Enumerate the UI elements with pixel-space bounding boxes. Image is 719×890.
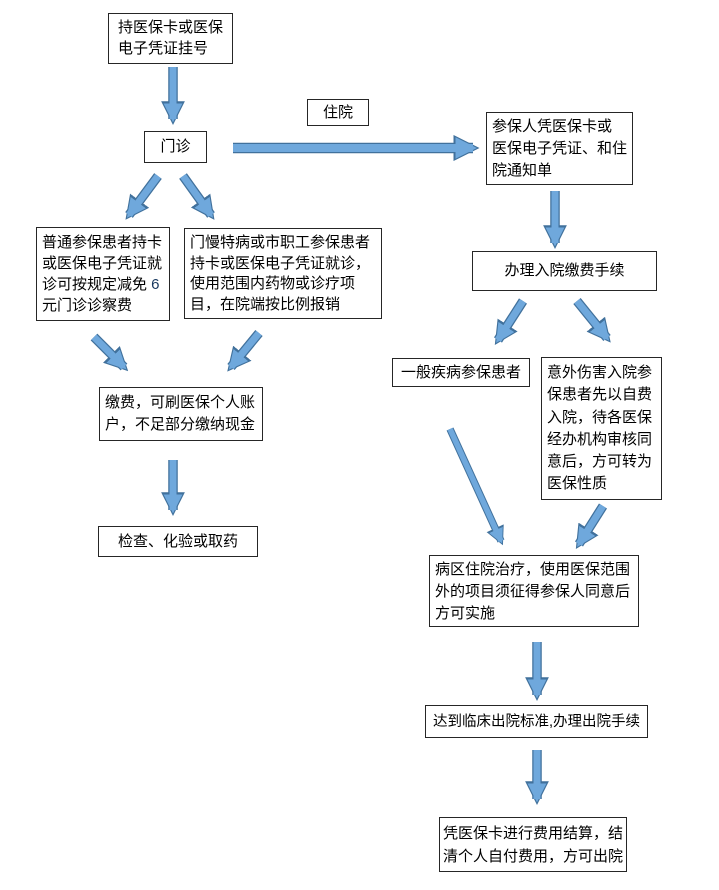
arrow-accident-to-ward <box>574 503 608 550</box>
node-discharge-standard: 达到临床出院标准,办理出院手续 <box>425 705 648 738</box>
node-settlement: 凭医保卡进行费用结算，结 清个人自付费用，方可出院 <box>439 817 627 872</box>
node-general-patient-label: 一般疾病参保患者 <box>400 363 521 381</box>
node-check-label: 检查、化验或取药 <box>117 532 238 550</box>
node-outpatient: 门诊 <box>144 131 207 163</box>
node-payment-text: 缴费，可刷医保个人账户，不足部分缴纳现金 <box>105 394 256 433</box>
node-settlement-line2: 清个人自付费用，方可出院 <box>442 847 623 865</box>
node-outpatient-label: 门诊 <box>160 138 191 155</box>
node-ordinary-text-after: 元门诊诊察费 <box>42 297 133 314</box>
node-payment: 缴费，可刷医保个人账户，不足部分缴纳现金 <box>99 387 263 441</box>
node-admission-docs-line3: 院通知单 <box>492 162 553 179</box>
node-register-line2: 电子凭证挂号 <box>118 39 209 57</box>
node-settlement-line1: 凭医保卡进行费用结算，结 <box>442 824 623 842</box>
node-general-patient: 一般疾病参保患者 <box>392 358 530 387</box>
node-chronic-text: 门慢特病或市职工参保患者持卡或医保电子凭证就诊，使用范围内药物或诊疗项目，在院端… <box>190 234 371 313</box>
node-ordinary-patient: 普通参保患者持卡或医保电子凭证就诊可按规定减免 6 元门诊诊察费 <box>36 227 170 321</box>
node-admission-pay-label: 办理入院缴费手续 <box>504 262 625 279</box>
node-inpatient-label: 住院 <box>307 99 369 126</box>
node-ward: 病区住院治疗，使用医保范围外的项目须征得参保人同意后方可实施 <box>429 555 639 627</box>
node-chronic-patient: 门慢特病或市职工参保患者持卡或医保电子凭证就诊，使用范围内药物或诊疗项目，在院端… <box>184 228 382 319</box>
arrow-outpatient-to-ordinary <box>125 173 162 220</box>
node-check: 检查、化验或取药 <box>98 526 258 557</box>
node-admission-docs-line1: 参保人凭医保卡或 <box>492 118 613 135</box>
node-ward-text: 病区住院治疗，使用医保范围外的项目须征得参保人同意后方可实施 <box>435 561 631 622</box>
node-accident-patient: 意外伤害入院参保患者先以自费入院，待各医保经办机构审核同意后，方可转为医保性质 <box>541 357 662 500</box>
node-ordinary-text-before: 普通参保患者持卡或医保电子凭证就诊可按规定减免 <box>42 234 163 293</box>
node-admission-pay: 办理入院缴费手续 <box>472 251 657 291</box>
node-admission-docs-line2: 医保电子凭证、和住 <box>492 140 628 157</box>
arrow-ordinary-to-payment <box>90 333 129 372</box>
arrow-outpatient-to-chronic <box>179 173 215 220</box>
node-ordinary-highlight-number: 6 <box>151 276 160 293</box>
node-inpatient-label-text: 住院 <box>322 103 353 121</box>
node-accident-patient-text: 意外伤害入院参保患者先以自费入院，待各医保经办机构审核同意后，方可转为医保性质 <box>547 364 653 493</box>
node-admission-docs: 参保人凭医保卡或 医保电子凭证、和住 院通知单 <box>486 112 633 185</box>
node-register-line1: 持医保卡或医保 <box>118 19 224 36</box>
arrow-chronic-to-payment <box>227 329 263 372</box>
node-register: 持医保卡或医保 电子凭证挂号 <box>108 13 233 64</box>
arrow-admission-pay-to-accident <box>573 298 611 343</box>
arrow-admission-pay-to-general <box>494 298 527 345</box>
node-discharge-standard-label: 达到临床出院标准,办理出院手续 <box>432 713 641 730</box>
arrow-general-to-ward <box>446 427 505 546</box>
